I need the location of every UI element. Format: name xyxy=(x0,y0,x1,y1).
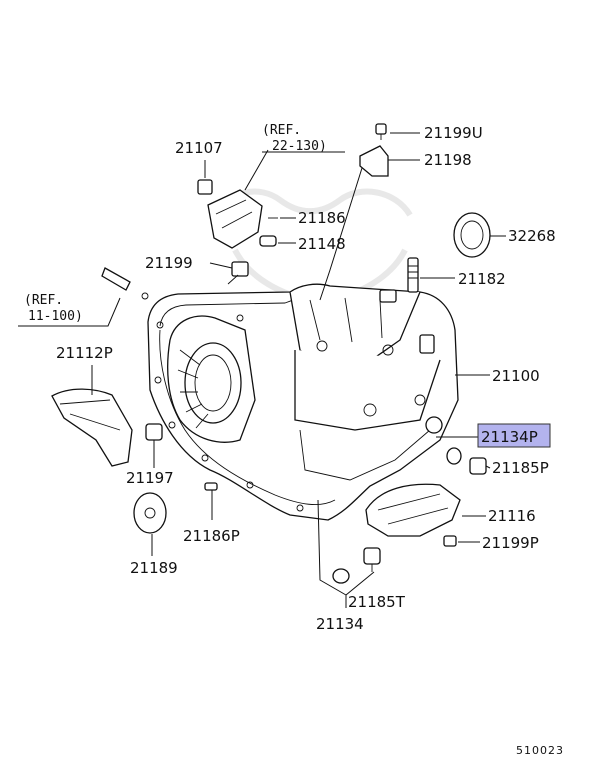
label-21112p[interactable]: 21112P xyxy=(56,344,113,362)
label-21186[interactable]: 21186 xyxy=(298,209,346,227)
transmission-case xyxy=(147,283,459,521)
label-32268[interactable]: 32268 xyxy=(508,227,556,245)
label-21186p[interactable]: 21186P xyxy=(183,527,240,545)
label-ref-top-2: 22-130) xyxy=(272,139,327,154)
label-21100[interactable]: 21100 xyxy=(492,367,540,385)
label-21107[interactable]: 21107 xyxy=(175,139,223,157)
label-21197[interactable]: 21197 xyxy=(126,469,174,487)
label-21148[interactable]: 21148 xyxy=(298,235,346,253)
label-21199[interactable]: 21199 xyxy=(145,254,193,272)
label-21199p[interactable]: 21199P xyxy=(482,534,539,552)
label-21199u[interactable]: 21199U xyxy=(424,124,483,142)
small-parts xyxy=(51,123,491,584)
label-21116[interactable]: 21116 xyxy=(488,507,536,525)
label-ref-left-1: (REF. xyxy=(24,293,63,308)
leader-lines xyxy=(18,132,506,608)
label-21134[interactable]: 21134 xyxy=(316,615,364,633)
shift-housing xyxy=(197,179,263,249)
label-ref-top-1: (REF. xyxy=(262,123,301,138)
label-21185t[interactable]: 21185T xyxy=(348,593,406,611)
label-21185p[interactable]: 21185P xyxy=(492,459,549,477)
label-21189[interactable]: 21189 xyxy=(130,559,178,577)
diagram-code: 510023 xyxy=(516,744,564,757)
callout-labels: 21107 (REF. 22-130) 21199U 21198 21186 2… xyxy=(24,123,564,757)
label-ref-left-2: 11-100) xyxy=(28,309,83,324)
label-21182[interactable]: 21182 xyxy=(458,270,506,288)
highlight-21134p xyxy=(477,423,551,448)
label-21198[interactable]: 21198 xyxy=(424,151,472,169)
label-21134p[interactable]: 21134P xyxy=(481,428,538,446)
